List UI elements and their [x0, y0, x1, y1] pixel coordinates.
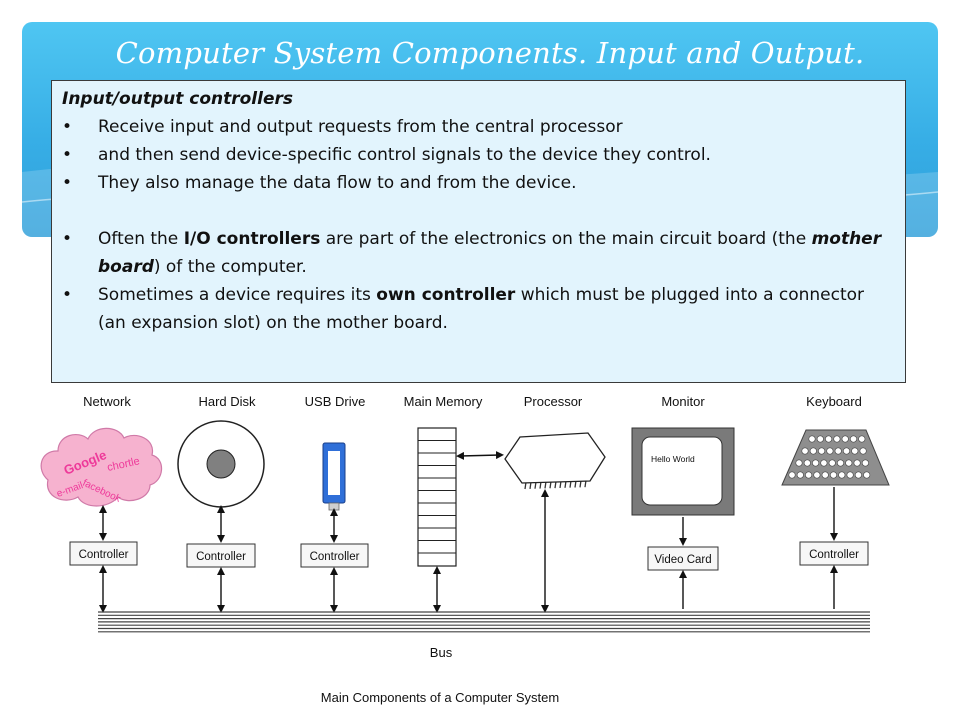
label-main-memory: Main Memory [404, 394, 483, 409]
keyboard-key [808, 435, 816, 443]
bullet-text: are part of the electronics on the main … [320, 229, 812, 249]
bullet-text: and then send device-specific control si… [98, 145, 711, 165]
keyboard-key [820, 459, 828, 467]
keyboard-key [829, 471, 837, 479]
keyboard-icon [781, 429, 890, 486]
bullet-spacer [62, 197, 893, 225]
label-usb-drive: USB Drive [305, 394, 366, 409]
label-keyboard: Keyboard [806, 394, 862, 409]
bullet-dot-icon: • [62, 173, 73, 193]
label-processor: Processor [524, 394, 583, 409]
computer-components-diagram: Network Hard Disk USB Drive Main Memory … [40, 394, 890, 705]
keyboard-key [801, 447, 809, 455]
bullet-text: I/O controllers [183, 229, 321, 249]
keyboard-key [853, 459, 861, 467]
monitor-icon: Hello World [631, 427, 735, 516]
keyboard-key [825, 435, 833, 443]
bullet-text: They also manage the data flow to and fr… [98, 173, 577, 193]
bullet-dot-icon: • [62, 145, 73, 165]
keyboard-key [849, 435, 857, 443]
keyboard-key [828, 459, 836, 467]
keyboard-key [818, 447, 826, 455]
keyboard-key [813, 471, 821, 479]
bullet-item: • and then send device-specific control s… [62, 141, 893, 169]
keyboard-key [805, 471, 813, 479]
textbox-heading: Input/output controllers [62, 89, 293, 109]
usb-drive-icon [322, 442, 346, 511]
bullet-text: own controller [376, 285, 516, 305]
bullet-item: • Sometimes a device requires its own co… [62, 281, 893, 337]
bullet-text: Often the [98, 229, 184, 249]
keyboard-key [845, 459, 853, 467]
keyboard-key [833, 435, 841, 443]
label-hard-disk: Hard Disk [198, 394, 256, 409]
diagram-caption: Main Components of a Computer System [321, 690, 559, 705]
keyboard-key [854, 471, 862, 479]
controller-label: Video Card [654, 554, 711, 566]
controller-label: Controller [79, 549, 129, 561]
network-controller-box: Controller [69, 541, 138, 566]
slide-title: Computer System Components. Input and Ou… [115, 36, 865, 70]
keyboard-key [851, 447, 859, 455]
keyboard-key [803, 459, 811, 467]
controller-label: Controller [809, 549, 859, 561]
memory-processor-arrow [456, 451, 504, 460]
keyboard-key [809, 447, 817, 455]
main-memory-icon [417, 427, 457, 567]
network-cloud-icon: Google chortle facebook e-mail [40, 427, 163, 507]
keyboard-key [838, 471, 846, 479]
keyboard-key [796, 471, 804, 479]
label-monitor: Monitor [661, 394, 705, 409]
keyboard-key [846, 471, 854, 479]
keyboard-key [826, 447, 834, 455]
monitor-screen-text: Hello World [651, 454, 695, 464]
system-bus [98, 611, 870, 633]
bullet-text: Receive input and output requests from t… [98, 117, 623, 137]
keyboard-key [841, 435, 849, 443]
keyboard-key [861, 459, 869, 467]
bullet-dot-icon: • [62, 117, 73, 137]
usb-controller-box: Controller [300, 543, 369, 568]
keyboard-key [812, 459, 820, 467]
bus-label: Bus [430, 645, 453, 660]
keyboard-key [788, 471, 796, 479]
video-card-box: Video Card [647, 546, 719, 571]
keyboard-key [821, 471, 829, 479]
keyboard-key [834, 447, 842, 455]
bullet-list: • Receive input and output requests from … [62, 113, 893, 337]
label-network: Network [83, 394, 131, 409]
keyboard-key [858, 435, 866, 443]
keyboard-key [816, 435, 824, 443]
keyboard-key [795, 459, 803, 467]
disk-controller-box: Controller [186, 543, 256, 568]
bullet-text: ) of the computer. [153, 257, 307, 277]
bullet-dot-icon: • [62, 229, 73, 249]
bullet-item: • Often the I/O controllers are part of t… [62, 225, 893, 281]
keyboard-key [859, 447, 867, 455]
keyboard-key [863, 471, 871, 479]
bullet-text: Sometimes a device requires its [98, 285, 377, 305]
hard-disk-icon [177, 420, 265, 508]
keyboard-key [836, 459, 844, 467]
controller-label: Controller [310, 551, 360, 563]
bullet-dot-icon: • [62, 285, 73, 305]
bullet-text: which must be plugged into a connector (… [98, 285, 865, 333]
processor-chip-icon [504, 432, 606, 490]
bullet-item: • They also manage the data flow to and f… [62, 169, 893, 197]
controller-label: Controller [196, 551, 246, 563]
bullet-item: • Receive input and output requests from … [62, 113, 893, 141]
bullet-text: mother board [98, 229, 882, 277]
keyboard-key [842, 447, 850, 455]
controllers-textbox: Input/output controllers • Receive input … [51, 80, 906, 383]
keyboard-controller-box: Controller [799, 541, 869, 566]
